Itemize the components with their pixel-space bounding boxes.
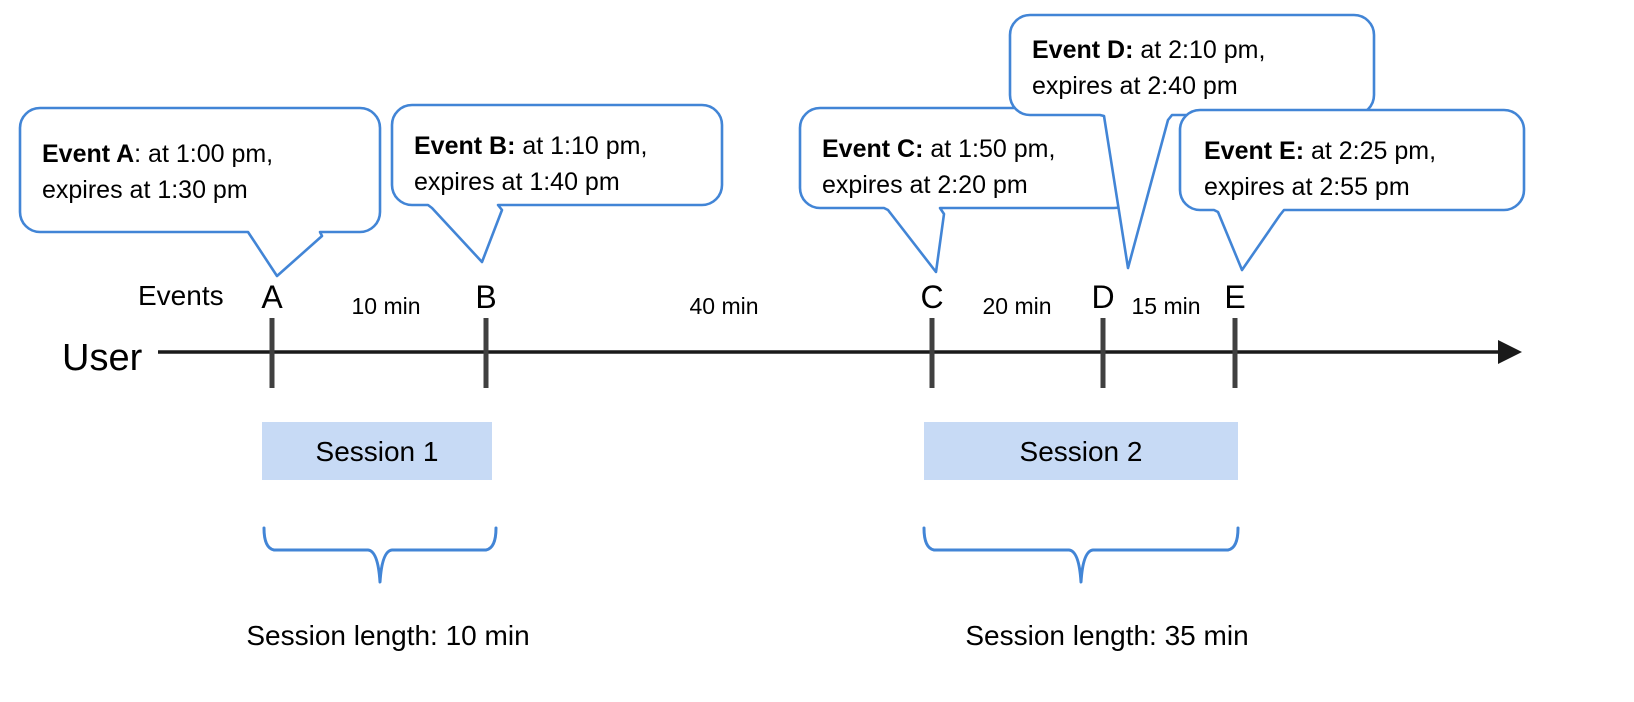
callout-d-bubble bbox=[1008, 13, 1376, 270]
session-bar-2[interactable]: Session 2 bbox=[924, 422, 1238, 480]
callout-d-bold: Event D: bbox=[1032, 36, 1133, 64]
session-2-length-label: Session length: 35 min bbox=[965, 620, 1248, 651]
event-marker-e[interactable]: E bbox=[1224, 279, 1246, 388]
session-2-rect bbox=[924, 422, 1238, 480]
event-marker-c-letter: C bbox=[920, 279, 943, 315]
callout-c-bold: Event C: bbox=[822, 135, 923, 163]
callout-e-line1: Event E: at 2:25 pm, bbox=[1204, 137, 1436, 165]
interval-label-ab: 10 min bbox=[351, 293, 420, 319]
session-2-brace bbox=[922, 526, 1240, 584]
callout-event-d[interactable]: Event D: at 2:10 pm, expires at 2:40 pm bbox=[1008, 13, 1376, 270]
event-marker-d-letter: D bbox=[1091, 279, 1114, 315]
callout-a-bold: Event A bbox=[42, 140, 134, 168]
callout-event-e[interactable]: Event E: at 2:25 pm, expires at 2:55 pm bbox=[1178, 108, 1526, 272]
event-marker-d[interactable]: D bbox=[1091, 279, 1115, 388]
axis-arrowhead bbox=[1498, 340, 1522, 364]
event-marker-b-letter: B bbox=[475, 279, 496, 315]
user-row-label: User bbox=[62, 337, 143, 379]
events-row-label: Events bbox=[138, 280, 224, 311]
callout-a-line1: Event A: at 1:00 pm, bbox=[42, 140, 273, 168]
callout-b-line2: expires at 1:40 pm bbox=[414, 168, 620, 196]
callout-e-bold: Event E: bbox=[1204, 137, 1304, 165]
callout-event-b[interactable]: Event B: at 1:10 pm, expires at 1:40 pm bbox=[390, 103, 724, 264]
interval-label-de: 15 min bbox=[1131, 293, 1200, 319]
callout-a-bubble bbox=[18, 106, 382, 278]
interval-label-bc: 40 min bbox=[689, 293, 758, 319]
callout-d-line1: Event D: at 2:10 pm, bbox=[1032, 36, 1265, 64]
session-1-label: Session 1 bbox=[316, 436, 439, 467]
callout-b-line1: Event B: at 1:10 pm, bbox=[414, 132, 647, 160]
session-1-rect bbox=[262, 422, 492, 480]
callout-event-a[interactable]: Event A: at 1:00 pm, expires at 1:30 pm bbox=[18, 106, 382, 278]
callout-e-line2: expires at 2:55 pm bbox=[1204, 173, 1410, 201]
interval-label-cd: 20 min bbox=[982, 293, 1051, 319]
callout-c-line2: expires at 2:20 pm bbox=[822, 171, 1028, 199]
callout-event-c[interactable]: Event C: at 1:50 pm, expires at 2:20 pm bbox=[798, 106, 1136, 274]
event-marker-c[interactable]: C bbox=[920, 279, 944, 388]
session-1-brace bbox=[262, 526, 498, 584]
session-bar-1[interactable]: Session 1 bbox=[262, 422, 492, 480]
event-marker-a[interactable]: A bbox=[261, 279, 283, 388]
event-marker-a-letter: A bbox=[261, 279, 283, 315]
event-marker-b[interactable]: B bbox=[475, 279, 497, 388]
timeline-axis bbox=[158, 340, 1522, 364]
event-marker-e-letter: E bbox=[1224, 279, 1245, 315]
callout-e-bubble bbox=[1178, 108, 1526, 272]
session-1-length-label: Session length: 10 min bbox=[246, 620, 529, 651]
session-2-label: Session 2 bbox=[1020, 436, 1143, 467]
callout-b-bubble bbox=[390, 103, 724, 264]
callout-a-line2: expires at 1:30 pm bbox=[42, 176, 248, 204]
callout-d-line2: expires at 2:40 pm bbox=[1032, 72, 1238, 100]
callout-b-bold: Event B: bbox=[414, 132, 515, 160]
callout-c-line1: Event C: at 1:50 pm, bbox=[822, 135, 1055, 163]
